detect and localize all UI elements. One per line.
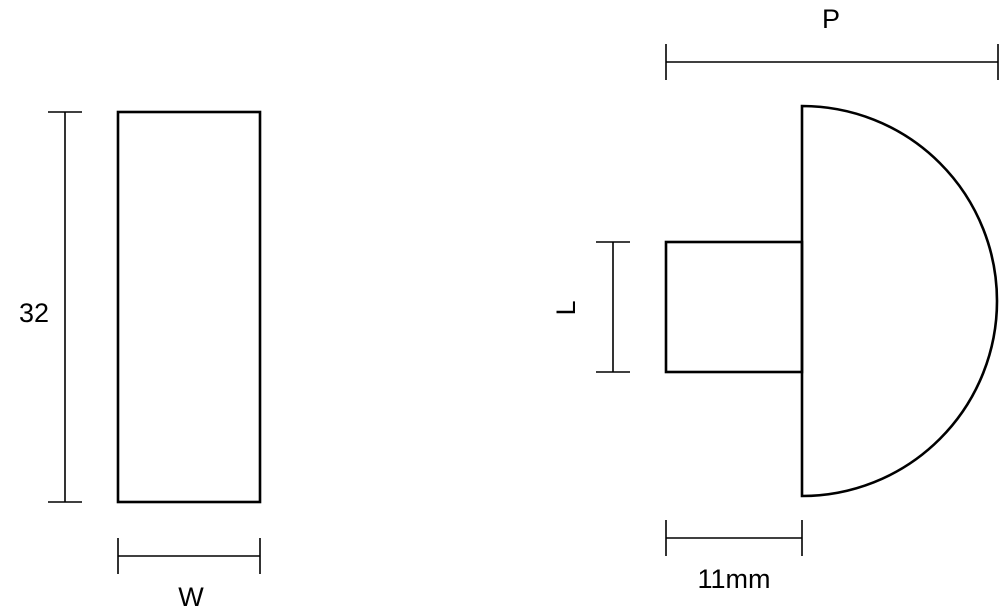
height-dimension-label: 32: [19, 298, 49, 328]
width-dimension-label: W: [178, 582, 204, 612]
projection-dimension: P: [665, 4, 999, 80]
side-view: [664, 104, 999, 498]
stem-dimension: 11mm: [665, 520, 803, 594]
projection-dimension-label: P: [822, 4, 840, 34]
height-dimension: 32: [19, 111, 82, 503]
length-dimension-label: L: [551, 300, 581, 315]
head-outline: [800, 104, 999, 498]
width-dimension: W: [117, 538, 261, 612]
front-view-outline: [116, 110, 262, 504]
stem-outline: [664, 240, 804, 374]
front-view: [116, 110, 262, 504]
length-dimension: L: [551, 241, 630, 373]
stem-dimension-label: 11mm: [697, 564, 770, 594]
